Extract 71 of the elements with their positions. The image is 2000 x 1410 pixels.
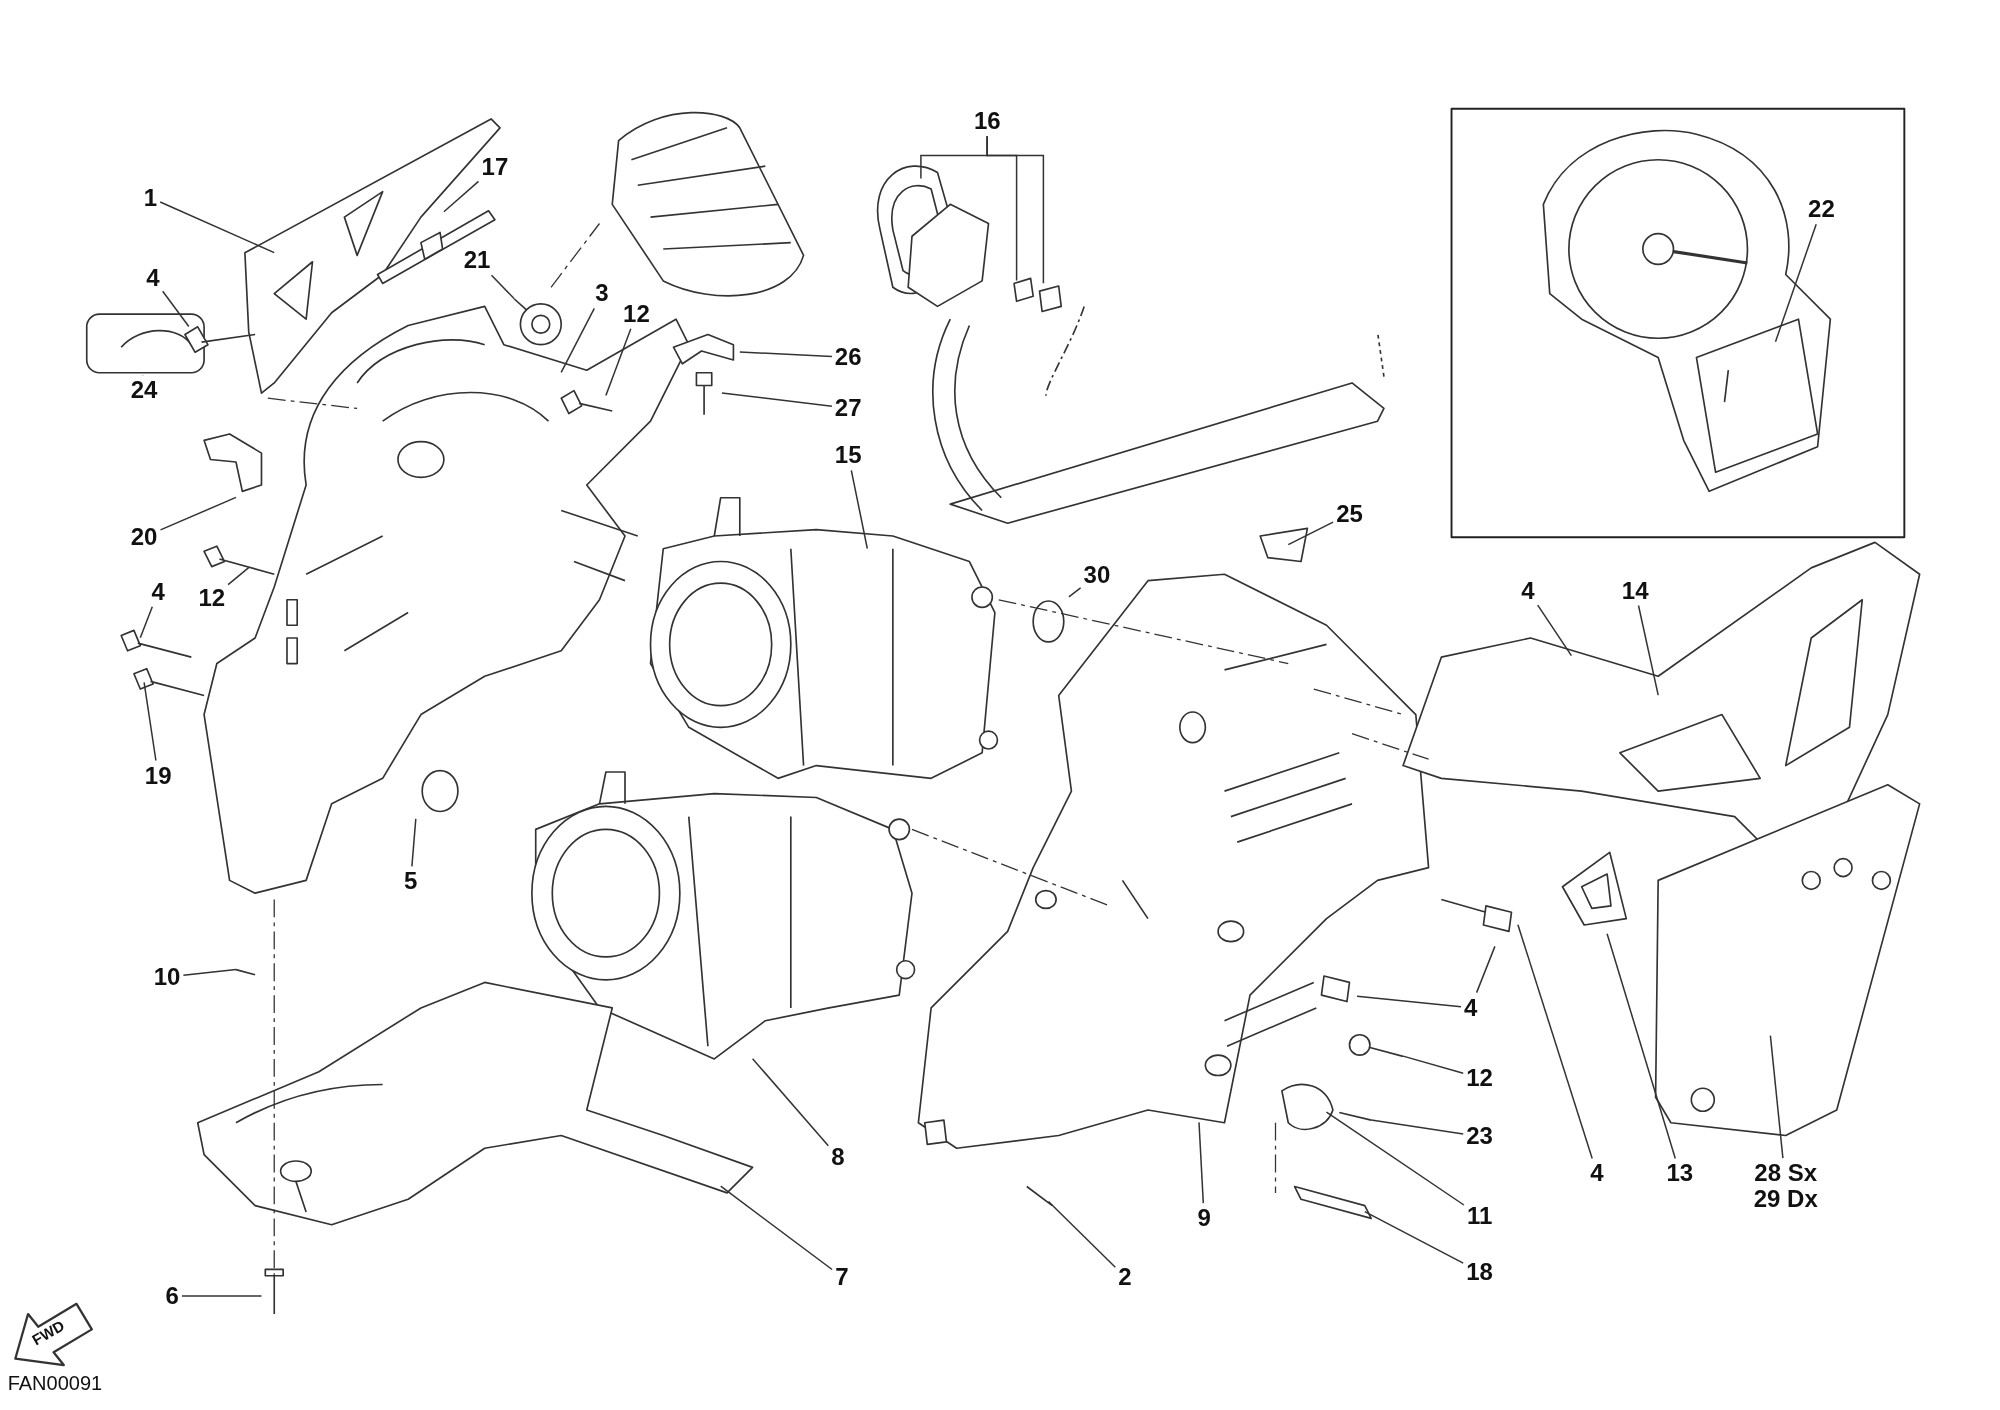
- callout-number: 30: [1083, 562, 1111, 589]
- callout-number: 6: [165, 1282, 179, 1309]
- leader-line: [1198, 1121, 1205, 1204]
- leader-line: [143, 681, 157, 762]
- leader-line: [719, 1185, 833, 1271]
- leader-line: [161, 290, 190, 328]
- leader-line: [227, 566, 250, 586]
- callout-number: 4: [146, 265, 160, 292]
- leader-line: [560, 307, 596, 374]
- leader-line: [1536, 604, 1573, 657]
- callout-number: 17: [481, 154, 509, 181]
- callout-number: 20: [130, 524, 158, 550]
- callout-number: 15: [834, 442, 862, 469]
- callout-number: 25: [1336, 501, 1363, 527]
- leader-line: [1068, 587, 1082, 598]
- callout-number: 27: [834, 395, 862, 422]
- callout-number: 8: [831, 1143, 845, 1170]
- callout-number: 4: [1590, 1160, 1604, 1187]
- leader-line: [139, 606, 154, 639]
- callout-number: 4: [1521, 577, 1535, 604]
- callout-number: 2: [1118, 1263, 1132, 1290]
- callout-number: 5: [404, 868, 418, 895]
- callout-number: 1: [143, 184, 158, 211]
- leader-line: [182, 968, 237, 976]
- callout-number: 9: [1197, 1205, 1211, 1232]
- callout-number: 12: [1466, 1064, 1493, 1091]
- leader-line: [739, 351, 833, 358]
- leader-line: [1774, 223, 1817, 343]
- leader-line: [1475, 945, 1496, 994]
- callout-number: 4: [1464, 994, 1478, 1021]
- leader-line: [490, 274, 515, 300]
- leader-line: [1047, 1200, 1117, 1269]
- direction-label: FWD: [28, 1316, 67, 1349]
- callout-number: 14: [1621, 577, 1649, 604]
- leader-line: [159, 496, 237, 531]
- leader-line: [443, 180, 480, 213]
- callout-number: 3: [595, 280, 609, 307]
- callout-number: 4: [151, 578, 165, 605]
- leader-line: [605, 328, 632, 397]
- leader-line: [1606, 932, 1677, 1160]
- leader-line: [986, 135, 1045, 284]
- callout-number: 23: [1466, 1123, 1493, 1150]
- leader-line: [1356, 995, 1462, 1008]
- callout-number: 7: [835, 1263, 849, 1290]
- leader-line: [1364, 1210, 1464, 1264]
- drawing-code: FAN00091: [7, 1372, 103, 1396]
- callout-number: 24: [130, 377, 158, 404]
- leader-line: [1287, 521, 1334, 546]
- callout-number: 12: [198, 585, 226, 612]
- leader-line: [1402, 1055, 1464, 1074]
- leader-line: [181, 1295, 263, 1297]
- callout-number: 13: [1666, 1160, 1694, 1187]
- leader-line: [751, 1057, 830, 1147]
- callout-number: 19: [144, 762, 172, 789]
- leader-line: [159, 201, 275, 254]
- leader-line: [1517, 923, 1593, 1160]
- leader-line: [721, 392, 833, 407]
- leader-line: [411, 818, 417, 868]
- leader-line: [1325, 1111, 1465, 1206]
- leader-line: [1637, 604, 1659, 696]
- callout-number: 26: [834, 344, 862, 371]
- leader-line: [850, 469, 869, 550]
- callout-number: 12: [623, 300, 650, 327]
- callout-number: 10: [153, 964, 181, 991]
- callout-number: 22: [1808, 196, 1835, 223]
- callout-number: 28 Sx 29 Dx: [1748, 1160, 1823, 1213]
- leader-line: [1370, 1119, 1464, 1135]
- callout-number: 16: [973, 108, 1001, 135]
- callout-number: 21: [463, 247, 491, 274]
- callout-number: 11: [1466, 1202, 1493, 1229]
- callout-number: 18: [1466, 1258, 1493, 1285]
